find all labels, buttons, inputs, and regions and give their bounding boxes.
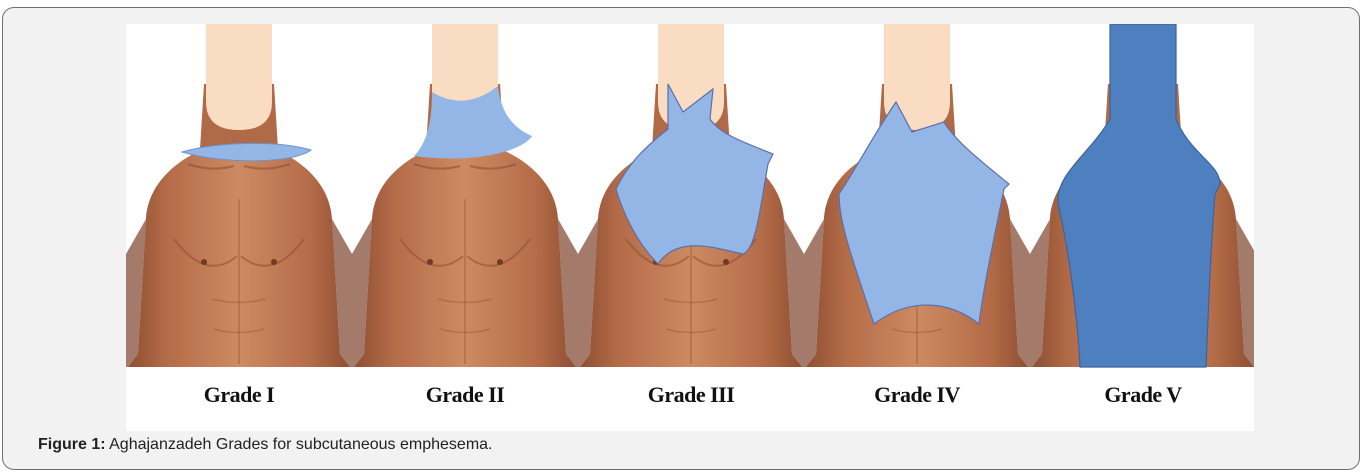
figure-container: Grade I Grade II Grade III Grade IV: [2, 7, 1360, 470]
figure-illustration: Grade I Grade II Grade III Grade IV: [126, 24, 1254, 431]
grade-5-label: Grade V: [1104, 382, 1182, 407]
figure-caption: Figure 1: Aghajanzadeh Grades for subcut…: [38, 436, 492, 454]
grade-3-label: Grade III: [648, 382, 735, 407]
grade-3-panel: Grade III: [578, 24, 804, 431]
grade-1-label: Grade I: [204, 382, 274, 407]
emphysema-region-grade-3: [616, 84, 773, 264]
figure-caption-label: Figure 1:: [38, 436, 106, 453]
emphysema-region-grade-4: [839, 102, 1009, 324]
grade-4-panel: Grade IV: [804, 24, 1030, 431]
grade-1-panel: Grade I: [126, 24, 352, 431]
grade-5-panel: Grade V: [1030, 24, 1254, 431]
grade-2-label: Grade II: [426, 382, 505, 407]
figure-caption-text: Aghajanzadeh Grades for subcutaneous emp…: [106, 436, 493, 453]
grade-2-panel: Grade II: [352, 24, 578, 431]
emphysema-region-grade-5: [1058, 24, 1220, 367]
grade-4-label: Grade IV: [874, 382, 960, 407]
